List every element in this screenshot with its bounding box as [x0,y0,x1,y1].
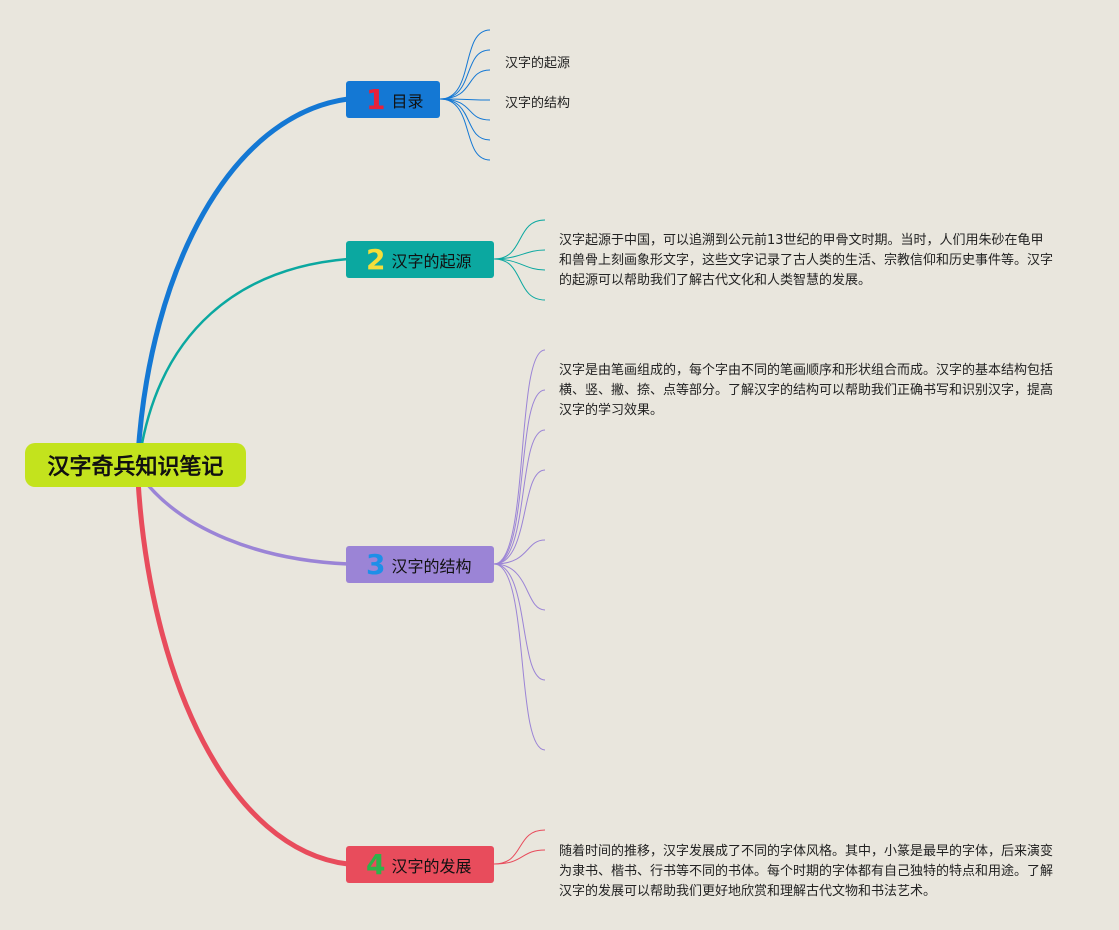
branch-topic-1[interactable]: 1 目录 [346,81,440,118]
root-topic-label: 汉字奇兵知识笔记 [47,455,224,480]
fan-branch-3 [493,349,546,751]
fan-branch-4 [493,829,546,865]
branch-number-4: 4 [366,847,386,881]
leaf-toc-item-2[interactable]: 汉字的结构 [505,96,571,111]
branch-label-2: 汉字的起源 [391,251,472,271]
fan-branch-1 [439,29,491,161]
branch-number-1: 1 [366,82,386,116]
fan-branch-2 [493,219,546,301]
leaf-origin-text[interactable]: 汉字起源于中国，可以追溯到公元前13世纪的甲骨文时期。当时，人们用朱砂在龟甲和兽… [559,233,1054,288]
connector-root-branch-1 [135,96,351,458]
leaf-development-text[interactable]: 随着时间的推移，汉字发展成了不同的字体风格。其中，小篆是最早的字体，后来演变为隶… [559,844,1054,899]
connector-root-branch-4 [135,477,351,867]
branch-label-3: 汉字的结构 [391,556,472,576]
root-topic[interactable]: 汉字奇兵知识笔记 [25,443,246,487]
branch-topic-3[interactable]: 3 汉字的结构 [346,546,494,583]
branch-topic-4[interactable]: 4 汉字的发展 [346,846,494,883]
branch-label-1: 目录 [391,91,424,111]
connector-root-branch-3 [138,473,350,566]
branch-topic-2[interactable]: 2 汉字的起源 [346,241,494,278]
connector-root-branch-2 [138,257,350,457]
branch-number-2: 2 [366,242,386,276]
branch-number-3: 3 [366,547,386,581]
branch-label-4: 汉字的发展 [391,856,472,876]
leaf-toc-item-1[interactable]: 汉字的起源 [505,56,571,71]
leaf-structure-text[interactable]: 汉字是由笔画组成的，每个字由不同的笔画顺序和形状组合而成。汉字的基本结构包括横、… [559,363,1054,418]
